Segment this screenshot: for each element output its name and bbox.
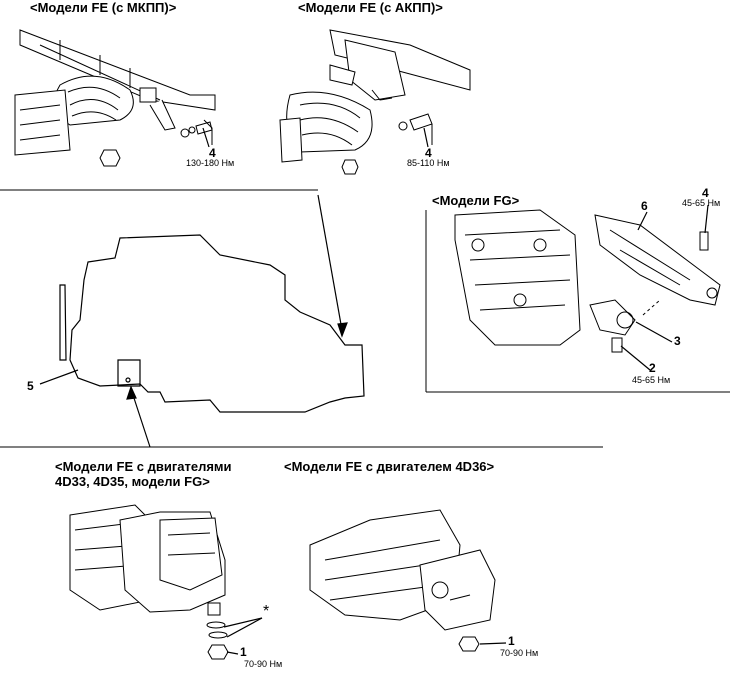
callout-fe-4d36-nut-number: 1	[508, 634, 515, 648]
callout-fe-mt-bolt-torque: 130-180 Нм	[186, 158, 235, 168]
fe-4d33-mount-drawing	[69, 504, 229, 660]
title-fg: <Модели FG>	[432, 193, 520, 208]
callout-engine-outline-number: 5	[27, 379, 34, 393]
fe-4d36-mount-drawing	[309, 509, 496, 652]
title-fe-mt: <Модели FE (с МКПП)>	[30, 0, 177, 15]
callout-fe-at-bolt-torque: 85-110 Нм	[407, 158, 450, 168]
callout-fg-bolt-top-torque: 45-65 Нм	[682, 198, 721, 208]
title-fe-4d33-line2: 4D33, 4D35, модели FG>	[55, 474, 210, 489]
callout-fe-at-bolt-number: 4	[425, 146, 432, 160]
section-dividers	[0, 189, 730, 448]
callout-fe-4d33-nut-number: 1	[240, 645, 247, 659]
callout-fe-4d33-washers-mark: *	[263, 603, 270, 620]
callout-fe-mt-bolt-number: 4	[209, 146, 216, 160]
leader-lines	[39, 127, 709, 655]
fe-mt-mount-drawing	[14, 29, 216, 167]
engine-outline-drawing	[59, 234, 365, 413]
fe-at-mount-drawing	[279, 29, 471, 175]
callout-fg-bolt-bottom-torque: 45-65 Нм	[632, 375, 671, 385]
fg-mount-drawing	[454, 209, 721, 353]
callout-fe-4d33-nut-torque: 70-90 Нм	[244, 659, 283, 669]
callout-fe-4d36-nut-torque: 70-90 Нм	[500, 648, 539, 658]
title-fe-4d36: <Модели FE с двигателем 4D36>	[284, 459, 495, 474]
callout-fg-bolt-bottom-number: 2	[649, 361, 656, 375]
callout-fg-crossmember-number: 6	[641, 199, 648, 213]
title-fe-at: <Модели FE (с АКПП)>	[298, 0, 443, 15]
callout-fg-insulator-number: 3	[674, 334, 681, 348]
title-fe-4d33-line1: <Модели FE с двигателями	[55, 459, 232, 474]
callout-fg-bolt-top-number: 4	[702, 186, 709, 200]
